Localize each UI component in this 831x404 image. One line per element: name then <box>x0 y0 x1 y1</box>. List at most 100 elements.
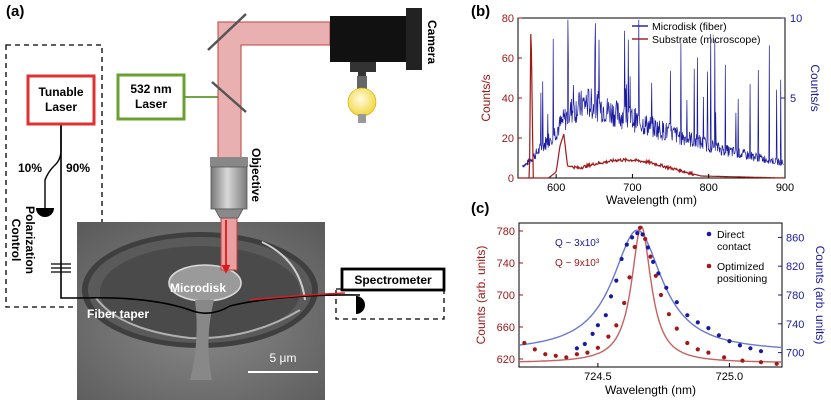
data-point <box>590 331 595 336</box>
fit-curve <box>518 229 783 349</box>
data-point <box>582 341 587 347</box>
c-ytick-right-label: 700 <box>786 348 804 360</box>
b-ylabel-left: Counts/s <box>479 74 493 121</box>
data-point <box>664 285 669 290</box>
camera-icon <box>330 8 422 72</box>
fiber-coupler-icon <box>36 124 62 217</box>
objective-label: Objective <box>249 148 263 202</box>
c-ytick-left-label: 740 <box>497 258 515 270</box>
data-point <box>648 254 653 259</box>
data-point <box>603 313 608 318</box>
c-xlabel: Wavelength (nm) <box>605 383 696 397</box>
data-point <box>740 358 745 363</box>
b-xtick-label: 900 <box>776 182 794 194</box>
data-point <box>748 346 753 351</box>
c-ytick-left-label: 660 <box>497 322 515 334</box>
c-ytick-right-label: 740 <box>786 319 804 331</box>
data-point <box>614 323 619 328</box>
sem-image: 5 μm Microdisk Fiber taper <box>77 222 325 400</box>
plot-b-legend: Microdisk (fiber)Substrate (microscope) <box>632 21 761 46</box>
c-ylabel-right: Counts (arb. units) <box>813 246 827 345</box>
b-ytick-left-label: 80 <box>502 13 514 25</box>
panel-b-label: (b) <box>471 3 490 20</box>
b-xtick-label: 700 <box>623 182 641 194</box>
series-substrate-line <box>518 33 785 179</box>
data-point <box>758 360 764 365</box>
c-ytick-left-label: 700 <box>497 290 515 302</box>
fiber-signal <box>249 292 346 301</box>
light-bulb-icon <box>347 72 377 123</box>
data-point <box>653 273 658 278</box>
data-point <box>637 225 643 230</box>
c-xtick-label: 725.0 <box>716 371 744 383</box>
data-point <box>758 349 764 354</box>
spectrometer-box <box>340 267 446 292</box>
data-point <box>630 235 635 240</box>
scale-bar-label: 5 μm <box>270 351 297 365</box>
split-right-label: 90% <box>66 161 90 175</box>
data-point <box>614 278 619 283</box>
c-ytick-left-label: 620 <box>497 354 515 366</box>
fiber-setup-dashed-box <box>5 44 103 308</box>
camera-label: Camera <box>425 20 439 64</box>
laser-532-box <box>116 73 186 121</box>
data-point <box>727 339 732 344</box>
q-annotation-direct: Q ~ 3x10³ <box>555 238 600 249</box>
panel-a-label: (a) <box>6 3 24 20</box>
data-point <box>606 334 611 339</box>
b-ytick-right-label: 5 <box>790 93 796 105</box>
data-point <box>674 300 679 305</box>
data-point <box>622 300 627 306</box>
data-point <box>585 350 590 355</box>
c-legend-marker <box>706 263 712 269</box>
fiber-taper-label: Fiber taper <box>87 307 149 321</box>
c-ytick-left-label: 780 <box>497 226 515 238</box>
data-point <box>522 340 527 346</box>
b-ytick-left-label: 40 <box>502 93 514 105</box>
data-point <box>645 245 651 250</box>
data-point <box>624 242 629 247</box>
data-point <box>595 323 601 328</box>
data-point <box>774 361 779 366</box>
data-point <box>595 345 601 350</box>
data-point <box>564 355 569 360</box>
panel-a: (a) 5 μm Microdisk Fiber taper <box>5 3 446 400</box>
c-legend-marker <box>706 231 712 237</box>
b-ytick-right-label: 10 <box>790 13 802 25</box>
data-point <box>632 244 637 250</box>
spectrometer-label: Spectrometer <box>354 273 432 287</box>
data-point <box>706 326 711 331</box>
b-legend-label: Microdisk (fiber) <box>652 21 727 33</box>
data-point <box>627 275 632 280</box>
data-point <box>716 333 722 338</box>
data-point <box>635 231 640 236</box>
data-point <box>643 236 648 242</box>
photodetector-icon <box>36 208 54 217</box>
data-point <box>532 347 537 352</box>
panel-c-label: (c) <box>471 200 489 217</box>
mirror-dichroic <box>211 81 247 113</box>
data-point <box>695 347 700 352</box>
tunable-laser-box <box>26 74 96 126</box>
objective-icon <box>210 157 248 219</box>
data-point <box>608 294 614 299</box>
plot-b-series <box>518 19 785 179</box>
split-left-label: 10% <box>18 161 42 175</box>
c-ylabel-left: Counts (arb. units) <box>474 246 488 345</box>
b-xtick-label: 600 <box>547 182 565 194</box>
data-point <box>543 352 548 357</box>
b-legend-label: Substrate (microscope) <box>652 34 761 46</box>
microdisk-label: Microdisk <box>170 281 226 295</box>
plot-c-series <box>518 225 783 366</box>
spectrometer-dashed-box <box>335 288 445 320</box>
data-point <box>695 320 700 325</box>
b-ytick-left-label: 0 <box>508 173 514 185</box>
data-point <box>651 259 656 264</box>
data-point <box>658 292 664 298</box>
